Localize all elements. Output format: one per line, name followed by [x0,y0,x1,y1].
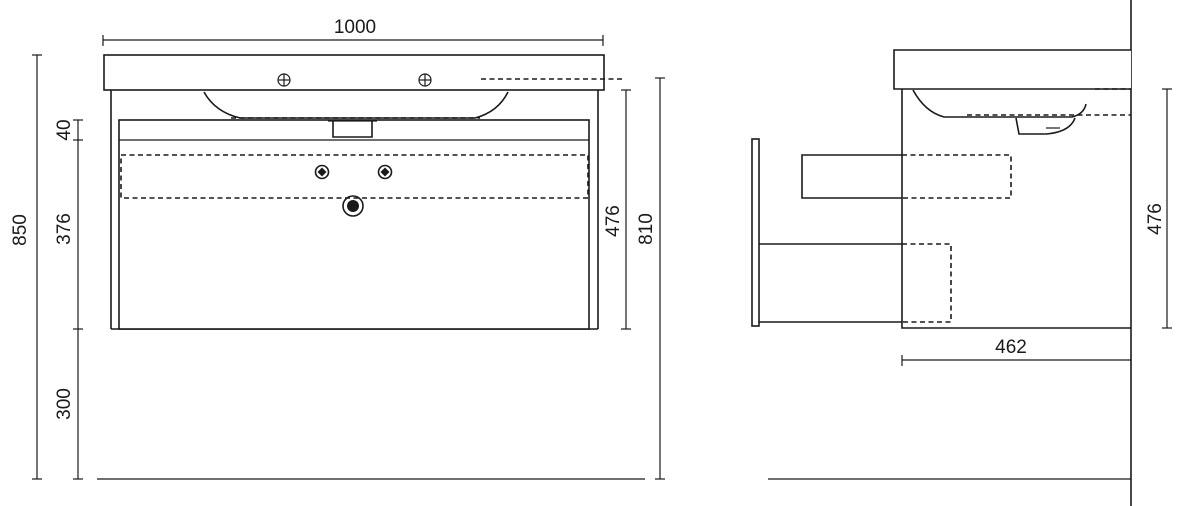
side-upper-drawer [801,154,902,199]
basin-bowl [203,91,509,119]
floor-gap-label: 300 [54,388,75,420]
cabinet-height-dimension: 476 [603,89,631,330]
side-cabinet [901,89,1131,329]
side-depth-label: 462 [995,337,1027,358]
height-chain-dimension: 40 376 300 [54,119,83,480]
hidden-drawer-box [120,154,589,199]
top-gap-label: 40 [54,119,75,140]
side-cabinet-height-label: 476 [1145,203,1166,235]
width-dimension: 1000 [102,17,604,46]
faucet-hole-right-icon [418,73,432,87]
side-siphon [1015,117,1076,135]
drawer-front [118,119,590,330]
faucet-hole-left-icon [277,73,291,87]
side-lower-drawer-hidden [902,243,952,323]
water-inlet-left-icon [314,164,330,180]
side-drawer-front [751,138,760,327]
total-height-dimension: 810 [636,77,665,480]
drawer-height-label: 376 [54,213,75,245]
side-view: 476 462 [751,0,1172,506]
total-height-label: 810 [636,213,657,245]
side-basin-bowl [912,89,1087,118]
overall-height-dimension: 850 [10,54,42,480]
width-label: 1000 [334,17,376,38]
basin-drain [332,121,373,138]
drain-outlet-icon [342,195,364,217]
front-view: 1000 [10,17,665,480]
side-upper-drawer-hidden [902,154,1012,199]
side-countertop [893,49,1131,90]
side-lower-drawer [759,243,902,323]
side-depth-dimension: 462 [901,337,1131,366]
cabinet-height-label: 476 [603,205,624,237]
side-cabinet-height-dimension: 476 [1145,88,1172,329]
overall-height-label: 850 [10,214,31,246]
countertop [103,54,605,91]
water-inlet-right-icon [377,164,393,180]
